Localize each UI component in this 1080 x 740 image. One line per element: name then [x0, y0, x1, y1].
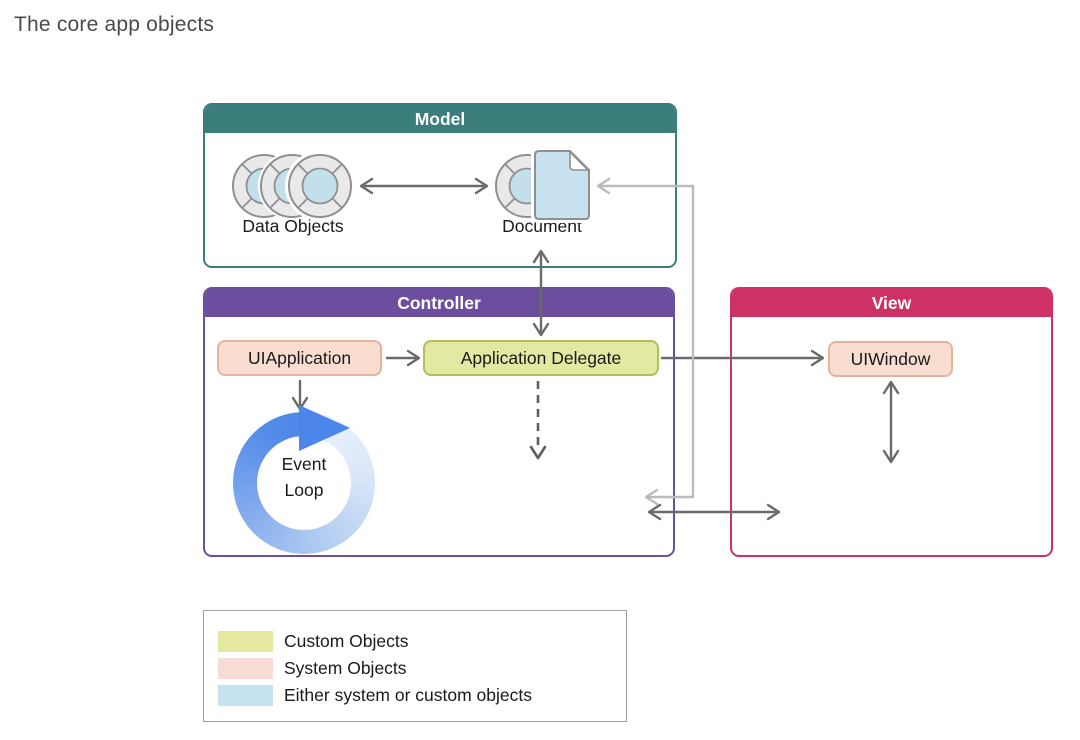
uiapplication-box: UIApplication: [217, 340, 382, 376]
view-panel-header: View: [732, 289, 1051, 317]
view-panel: View: [730, 287, 1053, 557]
custom-objects-swatch: [218, 631, 273, 652]
uiwindow-box: UIWindow: [828, 341, 953, 377]
legend-label: Custom Objects: [284, 631, 409, 651]
data-objects-label: Data Objects: [242, 216, 344, 236]
document-label: Document: [502, 216, 582, 236]
legend-row: System Objects: [218, 655, 626, 682]
legend-label: System Objects: [284, 658, 407, 678]
controller-panel-header: Controller: [205, 289, 673, 317]
system-objects-swatch: [218, 658, 273, 679]
legend-box: Custom Objects System Objects Either sys…: [203, 610, 627, 722]
legend-row: Either system or custom objects: [218, 682, 626, 709]
event-loop-icon-center: [257, 436, 351, 530]
event-loop-label: Event Loop: [281, 454, 327, 500]
application-delegate-box: Application Delegate: [423, 340, 659, 376]
page-title: The core app objects: [14, 13, 215, 36]
either-objects-swatch: [218, 685, 273, 706]
legend-row: Custom Objects: [218, 628, 626, 655]
model-panel: Model: [203, 103, 677, 268]
legend-label: Either system or custom objects: [284, 685, 532, 705]
model-panel-header: Model: [205, 105, 675, 133]
